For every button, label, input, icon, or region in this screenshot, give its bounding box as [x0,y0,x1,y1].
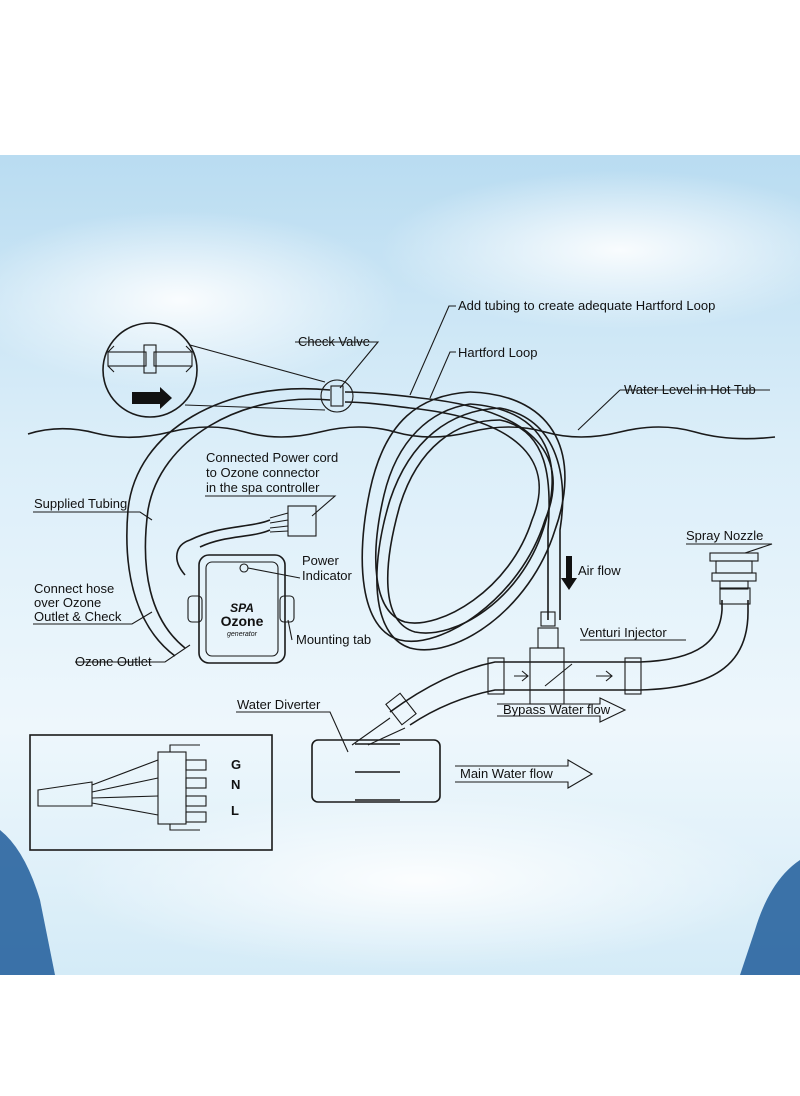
mounting-tab-left [187,595,203,623]
device-name: Ozone [221,613,264,629]
label-spray-nozzle: Spray Nozzle [686,528,763,543]
bypass-flow-arrow-icon [497,697,627,723]
cloud [380,170,800,330]
leader-power-cord [205,495,337,517]
label-supplied-tubing: Supplied Tubing [34,496,127,511]
label-power-cord-1: Connected Power cord [206,450,338,465]
leader-mounting-tab [287,619,293,641]
label-check-valve: Check Valve [298,334,370,349]
check-valve [330,385,344,407]
label-add-tubing: Add tubing to create adequate Hartford L… [458,298,715,313]
pin-slot [185,811,207,823]
main-flow-arrow-icon [455,759,594,789]
cord-wires [269,512,289,533]
tube-to-loop-1 [344,391,421,399]
air-flow-arrow-icon [561,556,577,590]
ozone-generator-face [205,561,279,657]
cord-connector [287,505,317,537]
pin-slot [185,777,207,789]
connector-wires [91,759,159,816]
cloud [60,790,780,970]
check-valve-magnifier [102,322,198,418]
label-water-diverter: Water Diverter [237,697,321,712]
flow-direction-arrow-icon [132,387,172,409]
label-venturi-injector: Venturi Injector [580,625,667,640]
leader-add-tubing [409,305,456,396]
connector-latch [169,744,200,831]
pin-label-l: L [231,803,239,818]
magnifier-leader-bottom [184,404,326,411]
hartford-loop [361,391,566,651]
tube-fitting [540,611,556,627]
water-level-line [27,426,776,440]
water-diverter [311,739,441,803]
leader-water-diverter [236,711,349,753]
pin-slot [185,759,207,771]
union-fitting-left [487,657,505,695]
union-fitting-right [624,657,642,695]
label-power-indicator-2: Indicator [302,568,353,583]
venturi-leader [544,663,573,687]
ice-rock-right [740,860,800,975]
check-valve-highlight [320,379,354,413]
label-hartford-loop: Hartford Loop [458,345,538,360]
label-power-cord-2: to Ozone connector [206,465,320,480]
leader-spray-nozzle [686,543,773,554]
magnifier-leader-top [189,344,326,383]
ozone-generator [198,554,286,664]
leader-connect-hose [33,611,153,625]
diverter-fitting [385,692,417,726]
label-connect-hose-3: Outlet & Check [34,609,122,624]
flow-arrow-icon [596,670,613,682]
label-ozone-outlet: Ozone Outlet [75,654,152,669]
label-power-indicator-1: Power [302,553,340,568]
supplied-tubing-outer [144,398,331,649]
mounting-tab-right [279,595,295,623]
leader-hartford-loop [429,351,456,399]
leader-ozone-outlet [75,644,191,663]
connector-inset [29,734,273,851]
tube-to-loop-2 [344,401,411,409]
label-mounting-tab: Mounting tab [296,632,371,647]
flow-arrow-icon [514,670,529,682]
leader-supplied-tubing [33,511,153,521]
nozzle-union [719,587,751,605]
spray-nozzle [709,552,759,590]
power-cord [189,519,271,541]
label-main-flow: Main Water flow [460,766,553,781]
leader-power-indicator [247,567,301,579]
ice-rock-left [0,830,55,975]
label-connect-hose-2: over Ozone [34,595,101,610]
label-connect-hose-1: Connect hose [34,581,114,596]
connector-cable [37,781,93,807]
leader-check-valve [295,341,380,389]
cloud [0,210,400,390]
check-valve-enlarged [107,344,193,374]
nozzle-pipe-outer [639,600,749,691]
power-cord [176,539,191,576]
device-sub: generator [227,631,258,638]
label-bypass-flow: Bypass Water flow [503,702,611,717]
pin-slot [185,795,207,807]
bypass-pipe-bottom [409,689,640,726]
bypass-pipe-top [389,661,640,713]
power-cord [199,529,271,548]
nozzle-pipe-inner [639,600,723,663]
pin-label-n: N [231,777,240,792]
label-air-flow: Air flow [578,563,621,578]
device-brand: SPA [230,601,254,615]
pin-label-g: G [231,757,241,772]
label-power-cord-3: in the spa controller [206,480,320,495]
label-water-level: Water Level in Hot Tub [624,382,756,397]
supplied-tubing-inner [126,388,331,657]
leader-water-level [577,389,770,431]
